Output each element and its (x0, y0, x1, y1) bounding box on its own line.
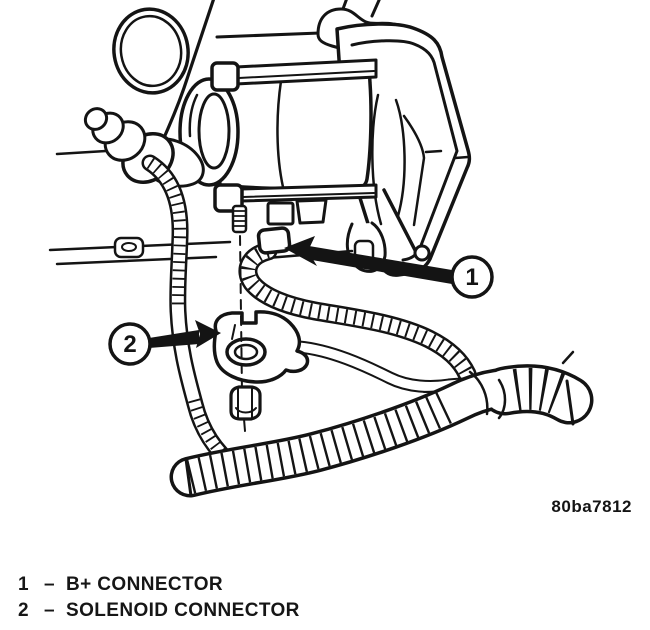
callout-2-number: 2 (123, 331, 136, 358)
callout-2 (108, 322, 152, 366)
figure-code: 80ba7812 (551, 497, 632, 516)
mounting-stud (231, 204, 248, 234)
stud-centerline (239, 235, 243, 393)
legend-2-label: SOLENOID CONNECTOR (66, 600, 300, 621)
legend-1-dash: – (44, 574, 55, 595)
grommet-ring (112, 7, 190, 95)
hex-nut (229, 385, 262, 432)
legend-2-dash: – (44, 600, 55, 621)
arrow-to-solenoid (149, 330, 199, 348)
starter-diagram: 1 2 80ba7812 (48, 0, 632, 516)
legend-item-2: 2 – SOLENOID CONNECTOR (18, 598, 300, 624)
solenoid-terminals (266, 198, 328, 226)
b-plus-cable (238, 241, 477, 384)
through-bolt-bottom (213, 183, 378, 213)
frame-rails (48, 236, 232, 266)
arrowhead-b-plus (284, 236, 317, 266)
callout-1 (450, 255, 494, 299)
sensor-lead (141, 154, 243, 475)
b-plus-connector (256, 226, 292, 255)
legend-item-1: 1 – B+ CONNECTOR (18, 572, 300, 598)
starter-motor (178, 58, 378, 234)
wiring-harness (169, 350, 594, 498)
solenoid-connector (212, 310, 310, 384)
rail-clamp (113, 236, 145, 259)
callout-1-number: 1 (465, 264, 478, 291)
legend-1-label: B+ CONNECTOR (66, 574, 223, 595)
through-bolt-top (210, 58, 378, 92)
arrow-to-b-plus (303, 245, 452, 284)
legend-2-number: 2 (18, 600, 29, 621)
callout-arrows (149, 236, 452, 348)
legend-1-number: 1 (18, 574, 29, 595)
arrowhead-solenoid (195, 320, 221, 348)
legend: 1 – B+ CONNECTOR 2 – SOLENOID CONNECTOR (18, 572, 300, 624)
